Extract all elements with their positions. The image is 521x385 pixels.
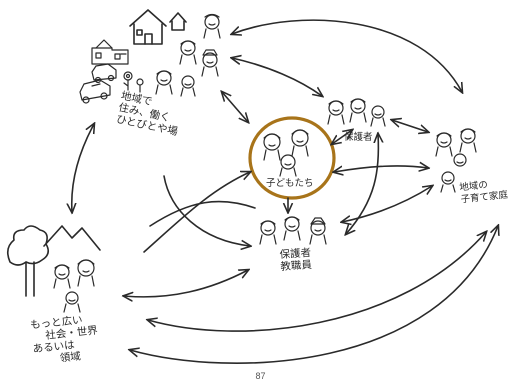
label-line: 教職員 <box>280 258 313 274</box>
person-face-icon <box>53 264 71 289</box>
children-label: 子どもたち <box>266 178 314 190</box>
person-face-icon <box>203 13 221 39</box>
person-face-icon <box>283 216 301 241</box>
wider-world-cluster <box>6 225 101 313</box>
flower-icon <box>123 71 144 93</box>
person-face-icon <box>180 75 196 97</box>
mountain-icon <box>43 225 101 251</box>
wider-world-label: もっと広い 社会・世界 あるいは 領域 <box>30 313 101 368</box>
person-face-icon <box>63 291 81 313</box>
label-line: 保護者 <box>344 132 373 143</box>
person-face-icon <box>309 217 327 245</box>
person-face-icon <box>435 132 453 157</box>
person-face-icon <box>440 171 456 193</box>
label-line: 子どもたち <box>266 178 314 189</box>
person-face-icon <box>459 128 477 153</box>
arrow-world-families-2 <box>130 226 498 364</box>
arrow-world-teachers <box>124 270 248 297</box>
small-house-icon <box>169 12 187 31</box>
caregivers-cluster <box>327 98 386 127</box>
arrow-teachers-families <box>342 186 432 222</box>
arrow-community-children <box>222 92 248 122</box>
arrow-community-world <box>72 124 94 212</box>
house-icon <box>129 9 167 45</box>
local-families-cluster <box>435 128 477 193</box>
school-building-icon <box>91 39 129 65</box>
connector-arrows <box>72 19 498 364</box>
arrow-cross-2 <box>143 172 250 253</box>
car-icon <box>79 79 111 104</box>
arrow-world-families-1 <box>148 232 486 332</box>
person-face-icon <box>279 154 297 177</box>
teachers-label: 保護者 教職員 <box>279 247 312 273</box>
children-cluster <box>248 116 336 200</box>
teachers-cluster <box>259 216 327 245</box>
arrow-children-families <box>334 166 428 172</box>
person-face-icon <box>453 153 467 167</box>
arrow-cross-3 <box>149 200 256 227</box>
car-icon <box>91 63 117 84</box>
person-face-icon <box>179 40 197 65</box>
arrow-community-families <box>232 19 462 92</box>
person-face-icon <box>291 129 309 157</box>
person-face-icon <box>349 98 367 123</box>
arrow-caregivers-families <box>392 120 428 132</box>
local-families-label: 地域の 子育て家庭 <box>459 178 509 207</box>
person-face-icon <box>370 105 386 127</box>
person-face-icon <box>77 259 95 287</box>
person-face-icon <box>201 49 219 77</box>
person-face-icon <box>155 70 173 95</box>
caregivers-label: 保護者 <box>344 132 373 144</box>
arrow-community-caregivers <box>232 58 322 96</box>
person-face-icon <box>259 220 277 245</box>
tree-icon <box>6 225 50 297</box>
highlight-ring <box>248 116 336 200</box>
page-number: 87 <box>255 371 266 381</box>
local-community-cluster <box>79 9 221 104</box>
arrow-caregivers-teachers <box>346 134 378 234</box>
person-face-icon <box>263 133 281 161</box>
person-face-icon <box>327 100 345 125</box>
